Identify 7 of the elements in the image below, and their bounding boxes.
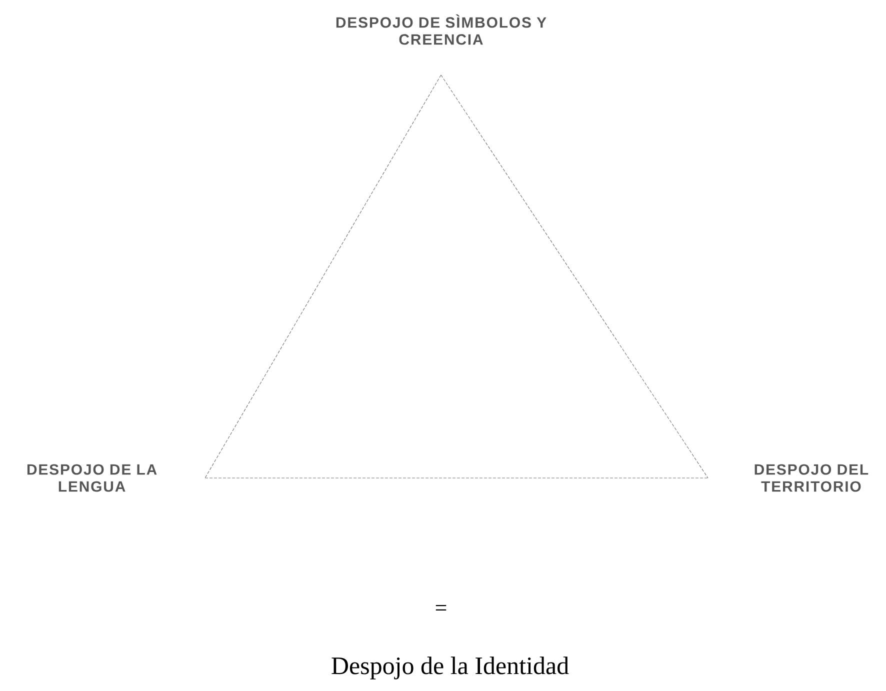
corner-label: DESPOJO DE SÌMBOLOS Y CREENCIA <box>336 14 546 45</box>
equals-sign: = <box>436 604 446 610</box>
dashed-line <box>440 74 708 478</box>
corner-label: DESPOJO DEL TERRITORIO <box>754 464 868 492</box>
result-text: Despojo de la Identidad <box>332 656 569 680</box>
dashed-line <box>204 74 442 478</box>
corner-label: DESPOJO DE LA LENGUA <box>27 464 157 492</box>
